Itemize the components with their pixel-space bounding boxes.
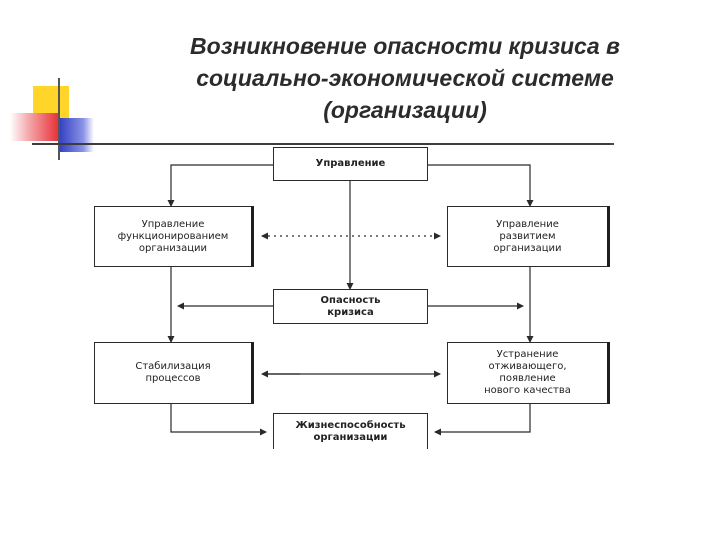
- box-dev-line-2: развитием: [499, 230, 556, 242]
- box-functioning-management: Управление функционированием организации: [94, 206, 254, 267]
- box-crisis-line-2: кризиса: [327, 306, 374, 318]
- title-underline: [32, 143, 614, 145]
- box-elim-line-4: нового качества: [484, 385, 571, 396]
- connector-mgmt-to-func: [167, 164, 273, 207]
- slide-title: Возникновение опасности кризиса в социал…: [100, 30, 710, 126]
- box-stab-line-2: процессов: [145, 373, 201, 384]
- title-line-1: Возникновение опасности кризиса в: [190, 33, 620, 59]
- box-stab-line-1: Стабилизация: [135, 361, 211, 372]
- box-func-line-3: организации: [138, 242, 208, 254]
- box-development-management: Управление развитием организации: [447, 206, 610, 267]
- title-line-3: (организации): [323, 97, 487, 123]
- box-elim-line-2: отживающего,: [488, 361, 567, 372]
- connector-mgmt-to-dev: [428, 164, 534, 207]
- box-elimination: Устранение отживающего, появление нового…: [447, 342, 610, 404]
- box-viability: Жизнеспособность организации: [273, 413, 428, 449]
- box-viab-line-1: Жизнеспособность: [295, 419, 406, 431]
- decor-red-square: [10, 113, 58, 141]
- box-elim-line-1: Устранение: [496, 349, 559, 360]
- box-func-line-1: Управление: [141, 218, 205, 230]
- box-management: Управление: [273, 147, 428, 181]
- box-elim-line-3: появление: [499, 373, 556, 384]
- box-crisis-line-1: Опасность: [320, 294, 381, 306]
- box-stabilization: Стабилизация процессов: [94, 342, 254, 404]
- box-dev-line-1: Управление: [496, 218, 559, 230]
- connector-elim-to-viab: [434, 404, 531, 436]
- decor-blue-square: [58, 118, 94, 152]
- decor-vertical-line: [58, 78, 60, 160]
- box-crisis-danger: Опасность кризиса: [273, 289, 428, 324]
- box-func-line-2: функционированием: [117, 230, 229, 242]
- connector-stab-to-viab: [170, 404, 267, 436]
- title-line-2: социально-экономической системе: [196, 65, 614, 91]
- box-viab-line-2: организации: [313, 431, 388, 443]
- box-dev-line-3: организации: [493, 242, 562, 254]
